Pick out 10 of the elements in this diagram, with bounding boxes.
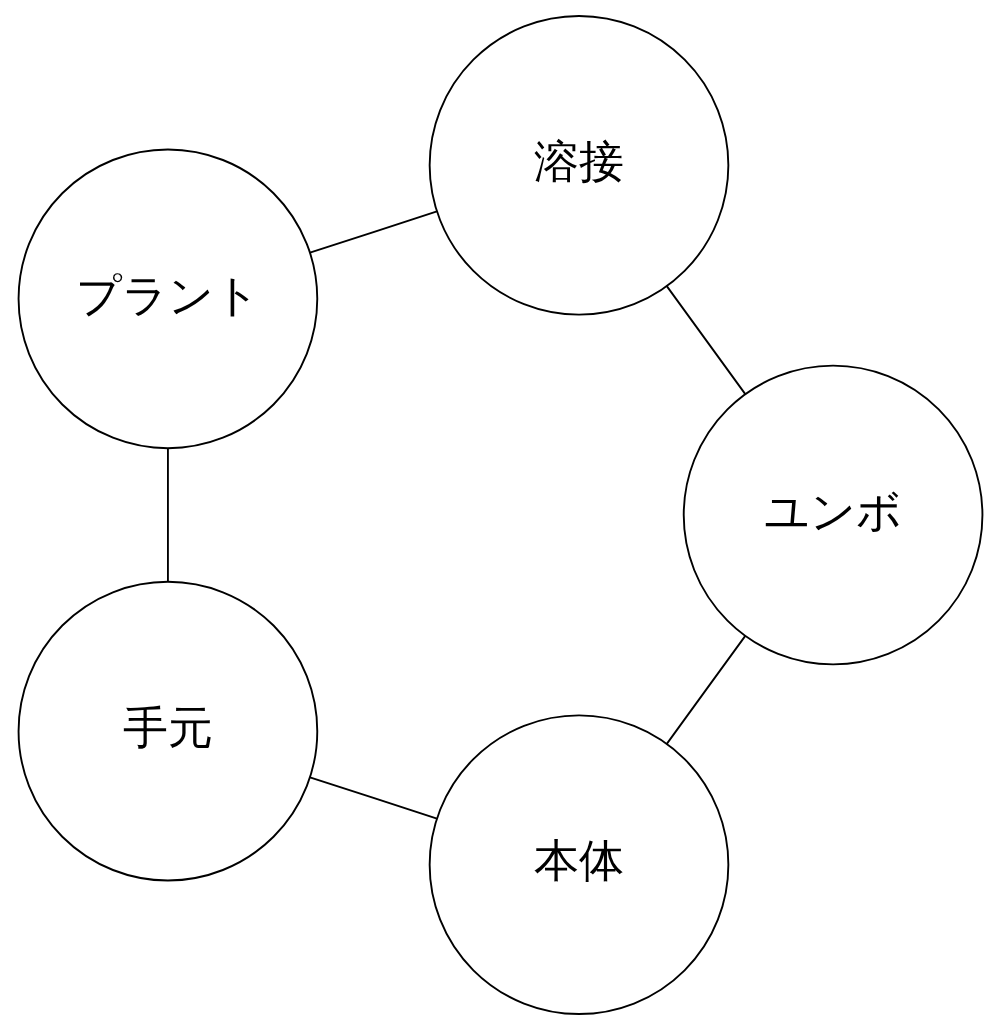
connector: [308, 776, 438, 820]
connector: [665, 285, 746, 396]
node-circle: ユンボ: [682, 364, 983, 666]
connector: [308, 210, 438, 254]
node-circle: 手元: [17, 580, 318, 882]
node-circle: 本体: [428, 714, 729, 1015]
node-circle: 溶接: [428, 15, 729, 316]
connector: [665, 634, 746, 745]
node-circle: プラント: [17, 148, 318, 450]
connector: [166, 447, 169, 583]
